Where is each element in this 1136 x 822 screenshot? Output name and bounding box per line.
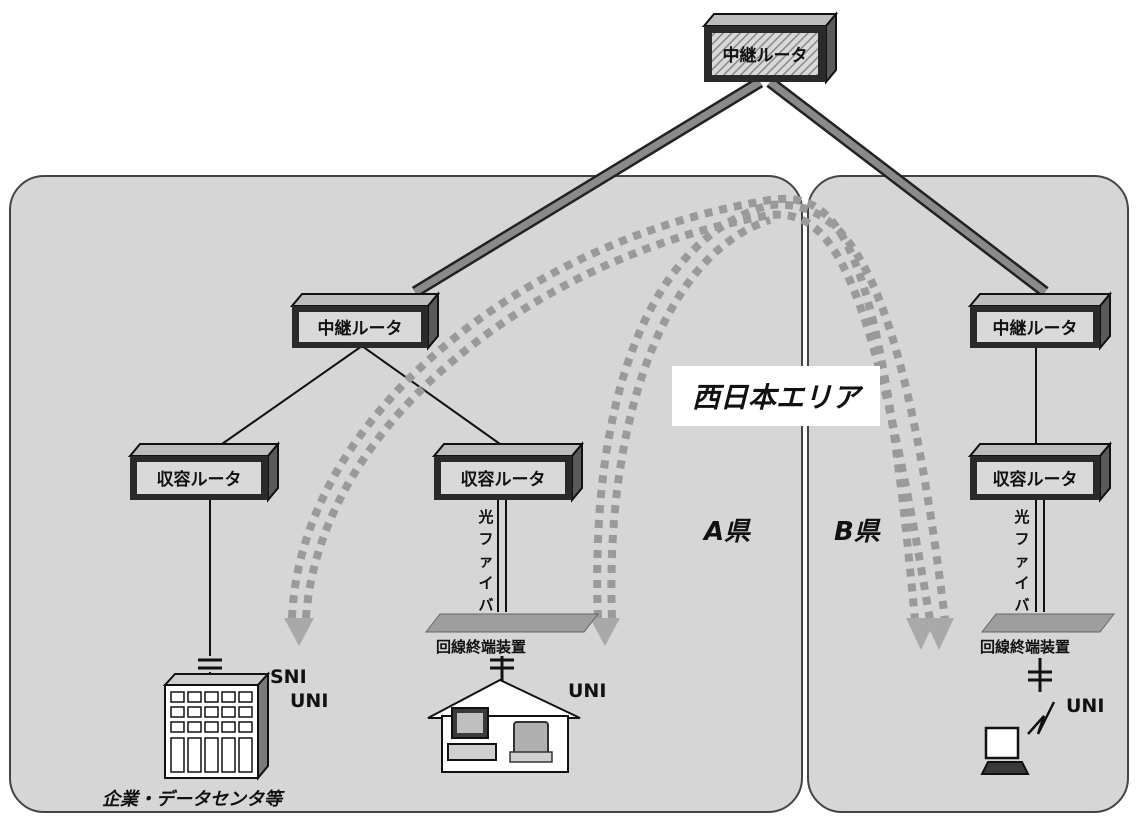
- area-a-panel: [9, 175, 803, 813]
- onu-plate-a: [424, 613, 600, 633]
- onu-label-b: 回線終端装置: [980, 638, 1070, 656]
- router-a-relay: 中継ルータ: [289, 291, 441, 351]
- fiber-label-b-char: バ: [1014, 596, 1029, 614]
- fiber-label-a: 光 フ ァ イ バ: [477, 508, 493, 614]
- uni-label-mobile: UNI: [1066, 695, 1104, 717]
- region-label: 西日本エリア: [692, 381, 864, 414]
- router-top-relay: 中継ルータ: [701, 11, 839, 85]
- uni-label-corporate: UNI: [290, 690, 328, 712]
- fiber-label-b-char: ァ: [1014, 552, 1029, 570]
- region-label-box: [672, 366, 880, 426]
- router-a-relay-label: 中継ルータ: [318, 318, 403, 339]
- traffic-arrowheads: [284, 618, 954, 650]
- sni-label: SNI: [270, 666, 307, 688]
- fiber-label-a-char: イ: [478, 574, 493, 592]
- corporate-label: 企業・データセンタ等: [102, 789, 285, 810]
- fiber-label-a-char: バ: [478, 596, 493, 614]
- onu-plate-b: [980, 613, 1116, 633]
- router-a-access-left: 収容ルータ: [127, 441, 281, 503]
- uni-label-home: UNI: [568, 680, 606, 702]
- router-a-access-left-label: 収容ルータ: [157, 469, 242, 490]
- backbone-links: [411, 76, 1049, 298]
- area-b-label: B県: [834, 517, 881, 547]
- area-a-label: A県: [702, 517, 751, 547]
- fiber-label-a-char: 光: [477, 508, 493, 526]
- fiber-label-a-char: ァ: [478, 552, 493, 570]
- router-b-access-label: 収容ルータ: [993, 469, 1078, 490]
- router-a-access-right: 収容ルータ: [431, 441, 585, 503]
- fiber-label-b: 光 フ ァ イ バ: [1013, 508, 1029, 614]
- corporate-building-icon: [162, 671, 271, 781]
- router-top-relay-label: 中継ルータ: [723, 45, 808, 66]
- fiber-links: [497, 500, 1045, 612]
- router-b-relay-label: 中継ルータ: [993, 318, 1078, 339]
- fiber-label-b-char: イ: [1014, 574, 1029, 592]
- router-a-access-right-label: 収容ルータ: [461, 469, 546, 490]
- fiber-label-b-char: 光: [1013, 508, 1029, 526]
- router-b-relay: 中継ルータ: [967, 291, 1113, 351]
- router-b-access: 収容ルータ: [967, 441, 1113, 503]
- fiber-label-a-char: フ: [478, 530, 493, 548]
- onu-label-a: 回線終端装置: [436, 638, 526, 656]
- fiber-label-b-char: フ: [1014, 530, 1029, 548]
- traffic-paths: [288, 194, 949, 621]
- wireless-signal-icon: [1027, 701, 1056, 735]
- desktop-computer-icon: [447, 707, 497, 761]
- computer-icon-secondary: [509, 721, 553, 763]
- laptop-icon: [980, 726, 1030, 775]
